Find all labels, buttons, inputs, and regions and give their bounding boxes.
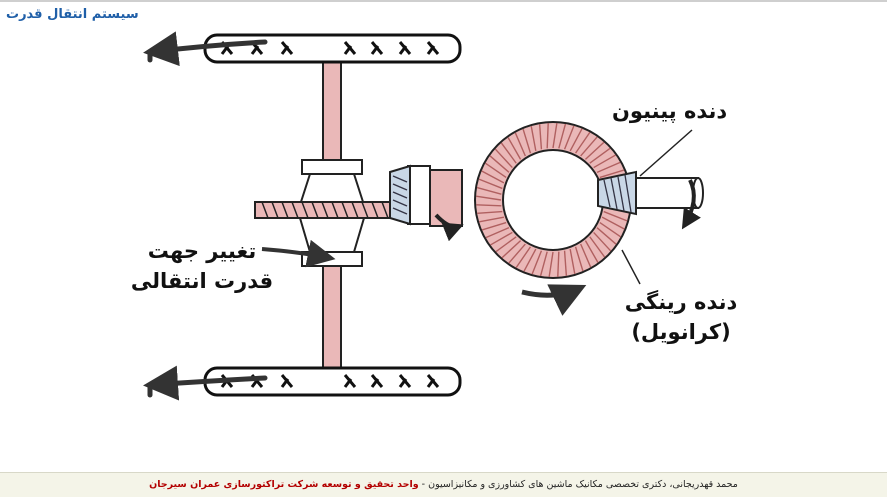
- pinion-rotation-arrow: [681, 179, 701, 230]
- direction-change-label-line1: تغییر جهت: [147, 239, 257, 263]
- footer-organization: واحد تحقیق و توسعه شرکت تراکتورسازی عمرا…: [149, 479, 419, 490]
- ring-gear-label: دنده رینگی (کرانویل): [616, 287, 746, 347]
- input-shaft-rotation-arrow: [434, 213, 464, 242]
- pinion-label: دنده پینیون: [612, 99, 728, 123]
- top-wheel: [203, 33, 462, 64]
- direction-change-label: تغییر جهت قدرت انتقالی: [122, 236, 282, 296]
- footer: محمد قهدریجانی، دکتری تخصصی مکانیک ماشین…: [0, 472, 887, 497]
- direction-change-label-line2: قدرت انتقالی: [130, 269, 274, 293]
- ring-gear-rotation-arrow: [521, 284, 587, 316]
- bottom-wheel: [203, 366, 462, 397]
- power-transmission-diagram: [143, 31, 704, 401]
- page-title: سیستم انتقال قدرت: [6, 7, 139, 22]
- ring-gear-label-line2: (کرانویل): [631, 320, 731, 344]
- bottom-wheel-rotation-arrow: [143, 365, 268, 401]
- pinion-side-view: [389, 164, 463, 227]
- ring-gear-leader-line: [621, 249, 641, 285]
- axle-shaft-upper: [322, 61, 342, 173]
- ring-gear-label-line1: دنده رینگی: [624, 290, 738, 314]
- top-wheel-rotation-arrow: [143, 31, 268, 67]
- axle-shaft-lower: [322, 261, 342, 369]
- top-rule: [0, 0, 887, 2]
- ring-gear-side-view: [254, 201, 396, 219]
- direction-change-arrow: [261, 239, 336, 268]
- footer-author: محمد قهدریجانی، دکتری تخصصی مکانیک ماشین…: [418, 479, 738, 490]
- pinion-detail: [597, 170, 704, 216]
- pinion-leader-line: [639, 129, 693, 177]
